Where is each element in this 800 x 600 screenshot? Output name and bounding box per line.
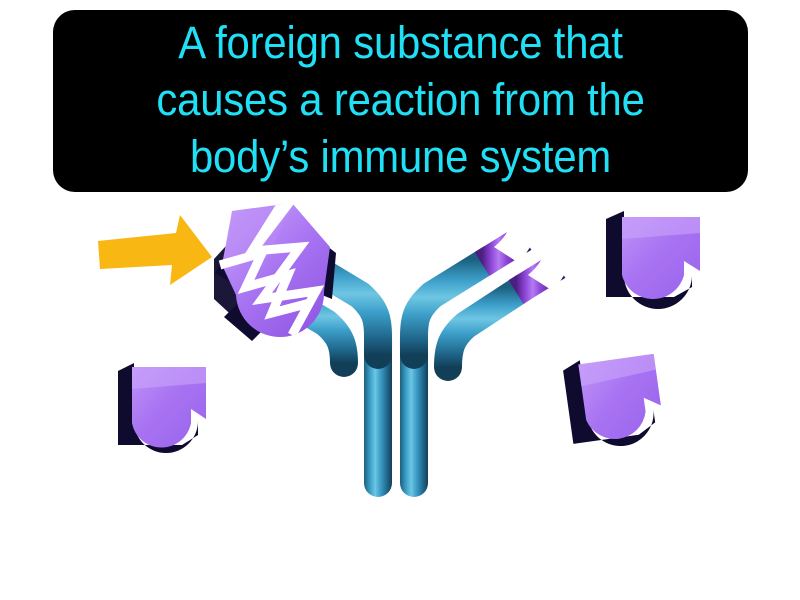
free-antigen-bottom-left — [118, 363, 206, 453]
bound-antigen — [214, 196, 336, 341]
pointer-arrow-shape — [98, 215, 212, 285]
binding-notch-right-light — [528, 247, 574, 293]
light-chain-right — [434, 273, 538, 381]
stem-rod-left — [364, 325, 392, 497]
free-antigen-top-right — [606, 211, 700, 309]
antibody-light-chain-right — [434, 247, 574, 381]
heavy-chain-left — [276, 239, 393, 369]
antigen-shape — [622, 217, 700, 300]
binding-edge-upper — [250, 196, 296, 252]
free-antigen-bottom-right — [563, 353, 661, 447]
antigen-shadow — [563, 360, 656, 447]
definition-text: A foreign substance that causes a reacti… — [156, 16, 645, 182]
antibody-illustration — [0, 195, 800, 525]
antigen-highlight — [578, 353, 656, 387]
bound-antigen-shadow-tab — [224, 303, 266, 341]
light-chain-left — [248, 271, 358, 377]
antigen-highlight — [622, 217, 700, 239]
antibody-stem — [364, 325, 428, 497]
definition-banner: A foreign substance that causes a reacti… — [53, 10, 748, 192]
binding-notch-right-heavy — [494, 219, 540, 265]
heavy-chain-right — [399, 245, 504, 369]
antigen-highlight — [132, 367, 206, 389]
antibody-arm-upper-right — [399, 219, 540, 369]
binding-zigzag-outer — [218, 245, 312, 320]
pointer-arrow — [98, 215, 212, 285]
stem-rod-right — [400, 325, 428, 497]
